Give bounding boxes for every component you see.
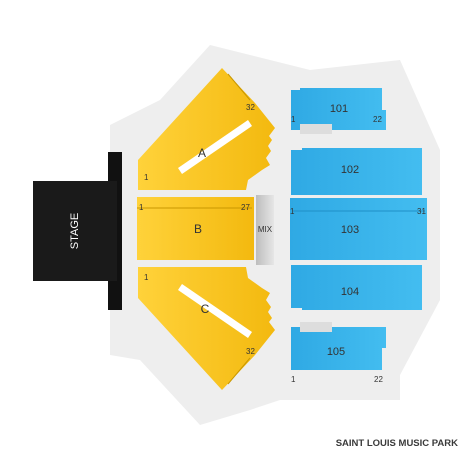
section-103-row-start: 1	[290, 207, 295, 216]
section-101-row-end: 22	[373, 115, 382, 124]
section-101-shape	[291, 88, 386, 130]
section-104-shape	[291, 265, 422, 310]
section-103-shape	[290, 198, 427, 260]
section-105-shape	[291, 327, 386, 370]
section-101-wheelchair-block	[300, 124, 332, 134]
stage[interactable]: STAGE	[33, 152, 122, 310]
section-c-row-start: 1	[144, 273, 149, 282]
section-c-aisle	[178, 284, 252, 338]
section-b-row-end: 27	[241, 203, 250, 212]
section-101-label: 101	[330, 103, 348, 115]
section-a-aisle	[178, 120, 252, 174]
section-102-label: 102	[341, 164, 359, 176]
section-b-row-start: 1	[139, 203, 144, 212]
section-103-label: 103	[341, 224, 359, 236]
mix-label: MIX	[258, 225, 273, 234]
section-104-label: 104	[341, 286, 359, 298]
section-c[interactable]: C 1 32	[138, 267, 275, 390]
section-a-label: A	[198, 146, 206, 160]
section-102[interactable]: 102	[291, 148, 422, 195]
section-105[interactable]: 105 1 22	[291, 322, 386, 384]
section-a[interactable]: A 1 32	[138, 68, 275, 190]
section-105-wheelchair-block	[300, 322, 332, 332]
section-103[interactable]: 103 1 31	[290, 198, 427, 260]
section-a-row-line	[227, 73, 251, 101]
section-b[interactable]: B 1 27	[137, 197, 254, 260]
section-c-row-line	[227, 357, 251, 385]
stage-label: STAGE	[69, 213, 81, 249]
section-102-shape	[291, 148, 422, 195]
section-b-label: B	[194, 222, 202, 236]
section-a-row-end: 32	[246, 103, 255, 112]
mix-shape	[256, 195, 274, 265]
section-104[interactable]: 104	[291, 265, 422, 310]
section-c-label: C	[201, 302, 210, 316]
stage-block	[33, 181, 117, 281]
section-a-shape	[138, 68, 275, 190]
section-c-row-end: 32	[246, 347, 255, 356]
venue-name: SAINT LOUIS MUSIC PARK	[336, 438, 458, 449]
section-105-row-end: 22	[374, 375, 383, 384]
section-103-row-end: 31	[417, 207, 426, 216]
section-a-row-start: 1	[144, 173, 149, 182]
section-c-shape	[138, 267, 275, 390]
section-105-row-start: 1	[291, 375, 296, 384]
section-101-row-start: 1	[291, 115, 296, 124]
section-101[interactable]: 101 1 22	[291, 88, 386, 134]
section-105-label: 105	[327, 346, 345, 358]
mix-position[interactable]: MIX	[256, 195, 274, 265]
